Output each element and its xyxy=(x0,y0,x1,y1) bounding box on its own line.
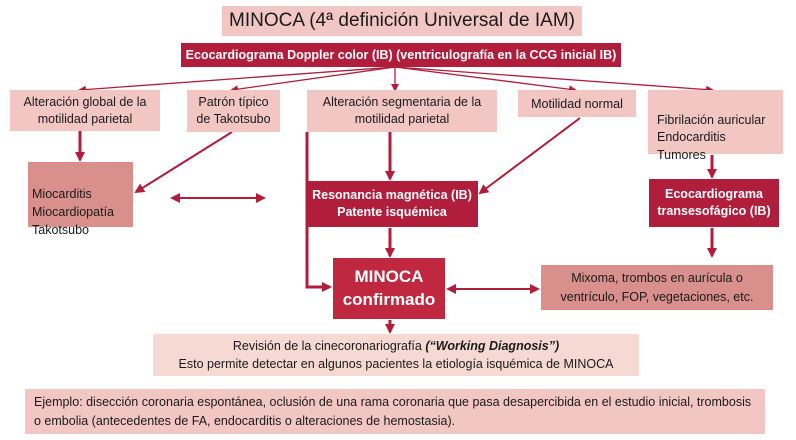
box-ejemplo-text: Ejemplo: disección coronaria espontánea,… xyxy=(34,395,752,428)
box-miocarditis-text: Miocarditis Miocardiopatía Takotsubo xyxy=(32,187,114,238)
box-motilidad-normal: Motilidad normal xyxy=(518,90,636,117)
box-alteracion-global: Alteración global de la motilidad pariet… xyxy=(10,90,160,131)
box-patron-takotsubo: Patrón típico de Takotsubo xyxy=(187,90,280,132)
box-alteracion-segmentaria-text: Alteración segmentaria de la motilidad p… xyxy=(322,95,482,126)
arrow-normal-to-resonancia xyxy=(478,117,581,195)
arrow-header-to-takotsubo xyxy=(230,66,396,94)
arrow-takotsubo-to-miocarditis xyxy=(134,131,233,194)
arrow-header-to-normal xyxy=(394,66,577,94)
box-minoca-confirmado: MINOCA confirmado xyxy=(333,258,445,319)
revision-line-1-italic: (“Working Diagnosis”) xyxy=(425,339,560,353)
box-eco-transesofagico: Ecocardiograma transesofágico (IB) xyxy=(649,179,779,227)
page-title: MINOCA (4ª definición Universal de IAM) xyxy=(222,6,582,36)
box-fibrilacion: Fibrilación auricular Endocarditis Tumor… xyxy=(648,90,783,162)
box-mixoma-text: Mixoma, trombos en aurícula o ventrículo… xyxy=(560,271,754,304)
box-alteracion-global-text: Alteración global de la motilidad pariet… xyxy=(23,94,147,126)
arrow-header-to-global xyxy=(78,66,396,94)
box-motilidad-normal-text: Motilidad normal xyxy=(531,96,623,111)
box-ejemplo: Ejemplo: disección coronaria espontánea,… xyxy=(25,389,765,434)
box-resonancia-text: Resonancia magnética (IB) Patente isquém… xyxy=(312,187,472,220)
revision-line-1: Revisión de la cinecoronariografía (“Wor… xyxy=(153,337,639,355)
revision-line-1-prefix: Revisión de la cinecoronariografía xyxy=(232,339,426,353)
header-box-text: Ecocardiograma Doppler color (IB) (ventr… xyxy=(185,48,617,62)
arrow-header-to-fibrilacion xyxy=(394,66,714,94)
box-alteracion-segmentaria: Alteración segmentaria de la motilidad p… xyxy=(307,90,497,132)
page-title-text: MINOCA (4ª definición Universal de IAM) xyxy=(229,10,575,31)
box-mixoma: Mixoma, trombos en aurícula o ventrículo… xyxy=(541,265,773,310)
box-patron-takotsubo-text: Patrón típico de Takotsubo xyxy=(196,95,271,126)
revision-line-2: Esto permite detectar en algunos pacient… xyxy=(178,357,614,372)
box-eco-transesofagico-text: Ecocardiograma transesofágico (IB) xyxy=(657,186,771,219)
box-revision: Revisión de la cinecoronariografía (“Wor… xyxy=(153,334,639,376)
header-box: Ecocardiograma Doppler color (IB) (ventr… xyxy=(181,43,621,67)
box-fibrilacion-text: Fibrilación auricular Endocarditis Tumor… xyxy=(657,112,766,162)
box-miocarditis: Miocarditis Miocardiopatía Takotsubo xyxy=(28,162,133,237)
box-minoca-confirmado-text: MINOCA confirmado xyxy=(342,266,436,309)
box-resonancia: Resonancia magnética (IB) Patente isquém… xyxy=(306,181,478,227)
